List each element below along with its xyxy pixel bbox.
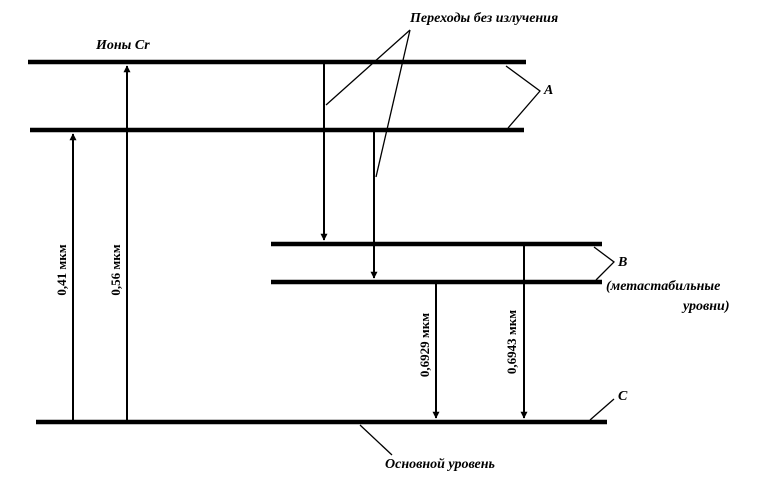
nonradiative-label: Переходы без излучения xyxy=(409,11,558,26)
level-b-label: B xyxy=(617,255,627,270)
metastable-label-line2: уровни) xyxy=(681,299,730,314)
metastable-label-line1: (метастабильные xyxy=(606,279,720,294)
ions-label: Ионы Cr xyxy=(95,38,150,53)
level-b-bracket xyxy=(593,246,615,281)
level-a-bracket xyxy=(505,65,541,129)
ground-level-leader xyxy=(359,424,393,456)
ground-level-label: Основной уровень xyxy=(385,457,495,472)
level-c-leader xyxy=(589,398,615,421)
wavelength-label-041: 0,41 мкм xyxy=(54,244,69,295)
nonradiative-leader-2 xyxy=(375,29,411,178)
wavelength-label-06943: 0,6943 мкм xyxy=(504,310,519,374)
wavelength-label-06929: 0,6929 мкм xyxy=(417,313,432,377)
wavelength-label-056: 0,56 мкм xyxy=(108,244,123,295)
level-a-label: A xyxy=(543,83,553,98)
nonradiative-leader-1 xyxy=(325,29,411,106)
level-c-label: C xyxy=(618,389,628,404)
